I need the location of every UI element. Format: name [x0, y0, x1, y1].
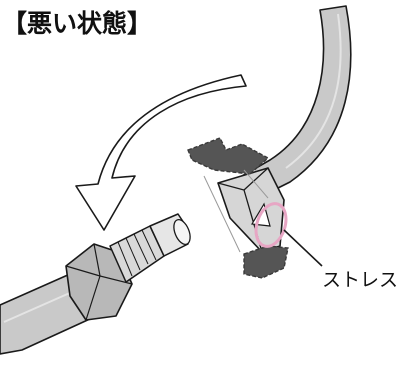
diagram-title: 【悪い状態】	[2, 9, 153, 38]
bent-hose	[241, 5, 352, 197]
hose-fitting-collar	[217, 167, 285, 253]
stress-callout-label: ストレス	[322, 269, 399, 291]
ellipse-highlight-icon	[254, 202, 288, 248]
dashed-ghost-lower	[243, 245, 289, 279]
flare-fitting	[0, 213, 191, 355]
curved-arrow-icon	[75, 74, 247, 231]
guide-lines	[203, 169, 269, 253]
dashed-ghost-upper	[187, 137, 270, 175]
callout-leader	[283, 229, 323, 267]
